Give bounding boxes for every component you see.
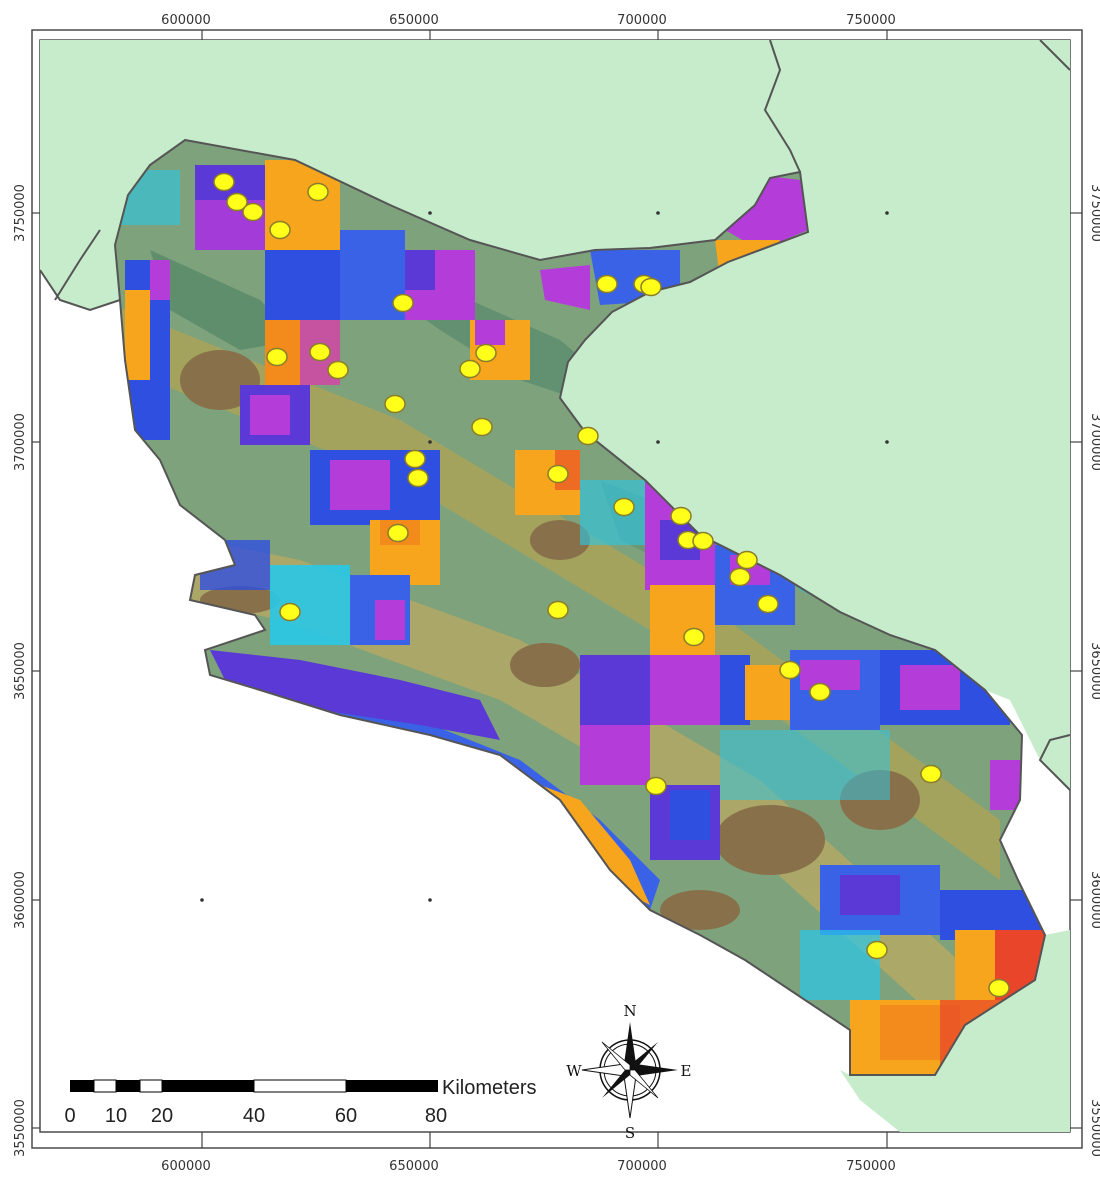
compass-n: N (623, 1002, 636, 1020)
easting-label-bottom: 700000 (617, 1159, 667, 1174)
sample-point (387, 523, 409, 543)
sample-point (809, 682, 831, 702)
sample-point (404, 449, 426, 469)
sample-points (213, 172, 1010, 998)
sample-point (692, 531, 714, 551)
northing-label-right: 3700000 (1088, 413, 1100, 471)
left-peninsula-outline (39, 229, 121, 312)
easting-label-top: 700000 (617, 13, 667, 28)
sample-point (670, 506, 692, 526)
northing-label-left: 3600000 (13, 871, 28, 929)
easting-label-top: 650000 (389, 13, 439, 28)
sample-point (547, 600, 569, 620)
sample-point (729, 567, 751, 587)
scale-tick-label: 60 (335, 1105, 357, 1127)
scale-tick-label: 20 (151, 1105, 173, 1127)
sample-point (242, 202, 264, 222)
sample-point (226, 192, 248, 212)
sample-point (577, 426, 599, 446)
northing-label-left: 3650000 (13, 642, 28, 700)
compass-e: E (681, 1062, 692, 1080)
sample-point (279, 602, 301, 622)
northing-label-right: 3600000 (1088, 871, 1100, 929)
northing-label-left: 3550000 (13, 1099, 28, 1157)
sample-point (920, 764, 942, 784)
northing-label-left: 3750000 (13, 184, 28, 242)
easting-label-top: 600000 (161, 13, 211, 28)
sample-point (988, 978, 1010, 998)
scale-tick-label: 10 (105, 1105, 127, 1127)
sample-point (392, 293, 414, 313)
scale-tick-label: 0 (64, 1105, 75, 1127)
easting-label-bottom: 600000 (161, 1159, 211, 1174)
frame-ticks (32, 30, 1082, 1148)
scale-tick-label: 40 (243, 1105, 265, 1127)
boundary-line-se (1038, 734, 1071, 791)
compass-w: W (566, 1062, 582, 1080)
sample-point (596, 274, 618, 294)
compass-s: S (625, 1124, 635, 1142)
scale-unit-label: Kilometers (442, 1077, 536, 1099)
bottom-coast-land (840, 930, 1070, 1132)
sample-point (475, 343, 497, 363)
sample-point (213, 172, 235, 192)
northing-label-right: 3750000 (1088, 184, 1100, 242)
sample-point (266, 347, 288, 367)
graticule-marks (200, 211, 889, 902)
sea-area (40, 40, 1070, 790)
easting-label-bottom: 750000 (846, 1159, 896, 1174)
sample-point (459, 359, 481, 379)
sample-point (327, 360, 349, 380)
scale-tick-label: 80 (425, 1105, 447, 1127)
sample-point (307, 182, 329, 202)
northing-label-right: 3550000 (1088, 1099, 1100, 1157)
north-arrow: N S E W (566, 1002, 691, 1142)
sample-point (640, 277, 662, 297)
scale-bar: Kilometers 0 10 20 40 60 80 (64, 1077, 536, 1127)
sample-point (757, 594, 779, 614)
boundary-line-ne (763, 39, 1071, 173)
sample-point (309, 342, 331, 362)
study-area-outline (113, 138, 1047, 1076)
sample-point (736, 550, 758, 570)
easting-label-top: 750000 (846, 13, 896, 28)
left-coast-land (40, 40, 230, 310)
sample-point (407, 468, 429, 488)
sample-point (547, 464, 569, 484)
sample-point (384, 394, 406, 414)
sample-point (866, 940, 888, 960)
sample-point (471, 417, 493, 437)
sample-point (269, 220, 291, 240)
sample-point (779, 660, 801, 680)
sample-point (613, 497, 635, 517)
northing-label-left: 3700000 (13, 413, 28, 471)
sample-point (683, 627, 705, 647)
easting-label-bottom: 650000 (389, 1159, 439, 1174)
northing-label-right: 3650000 (1088, 642, 1100, 700)
sample-point (645, 776, 667, 796)
